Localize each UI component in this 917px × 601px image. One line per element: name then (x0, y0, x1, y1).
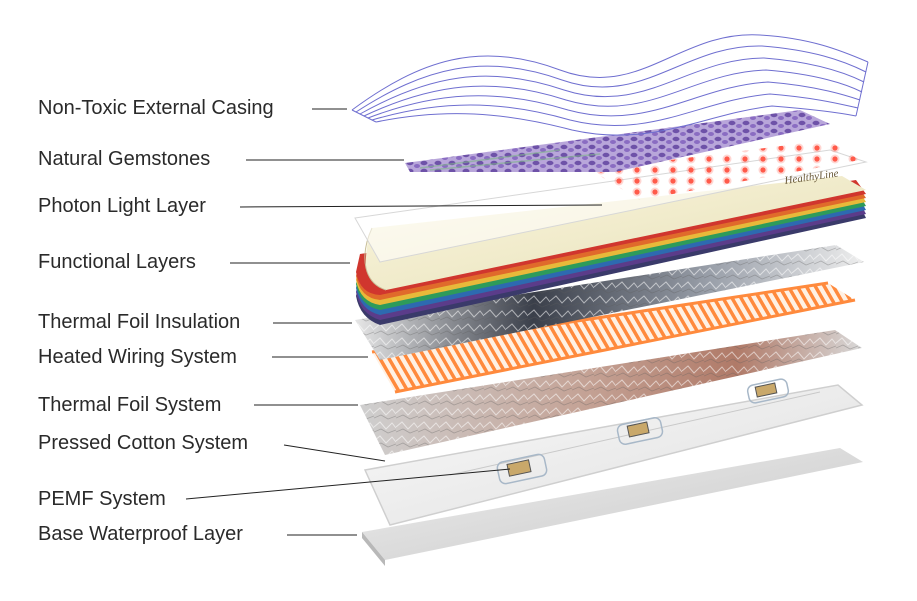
label-external-casing: Non-Toxic External Casing (38, 97, 274, 119)
functional-layer-cream-top (365, 176, 866, 290)
pemf-coil-3 (746, 378, 790, 404)
pemf-tray (363, 378, 864, 526)
label-functional-layers: Functional Layers (38, 251, 196, 273)
pemf-coil-1 (496, 453, 548, 485)
label-pemf-system: PEMF System (38, 488, 166, 510)
base-waterproof-layer-edge (362, 532, 385, 566)
thermal-foil-insulation-layer (355, 245, 864, 360)
label-natural-gemstones: Natural Gemstones (38, 148, 211, 170)
label-heated-wiring-system: Heated Wiring System (38, 346, 237, 368)
pemf-coil-2 (616, 417, 664, 445)
label-thermal-foil-insulation: Thermal Foil Insulation (38, 311, 241, 333)
external-casing-waves (351, 34, 869, 136)
functional-layers-stack (356, 176, 866, 325)
label-photon-light-layer: Photon Light Layer (38, 195, 206, 217)
photon-light-layer: HealthyLine (354, 140, 868, 263)
thermal-foil-system-layer (360, 330, 862, 455)
leader-cotton (283, 444, 386, 462)
label-base-waterproof-layer: Base Waterproof Layer (38, 523, 243, 545)
leader-photon (239, 204, 603, 208)
label-thermal-foil-system: Thermal Foil System (38, 394, 222, 416)
leader-pemf (185, 468, 511, 500)
heated-wiring-layer (371, 281, 856, 394)
label-pressed-cotton-system: Pressed Cotton System (38, 432, 249, 454)
leader-lines (185, 108, 603, 536)
natural-gemstones-layer (405, 110, 830, 172)
base-waterproof-layer (362, 448, 863, 560)
photon-led-grid (590, 140, 860, 200)
